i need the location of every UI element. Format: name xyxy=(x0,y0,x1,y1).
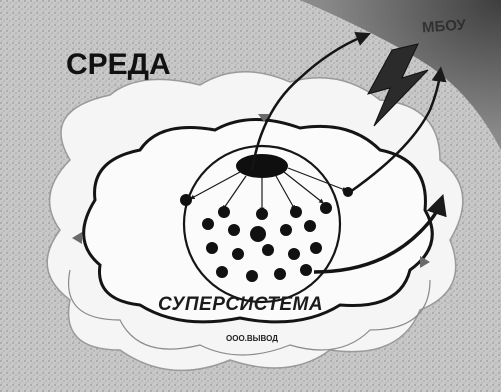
supersystem-label: СУПЕРСИСТЕМА xyxy=(158,294,323,316)
supersystem-boundary xyxy=(84,119,433,321)
corner-label: МБОУ xyxy=(421,16,466,36)
environment-label: СРЕДА xyxy=(66,48,171,82)
caption-label: ООО.ВЫВОД xyxy=(226,334,278,343)
central-node xyxy=(236,154,288,178)
